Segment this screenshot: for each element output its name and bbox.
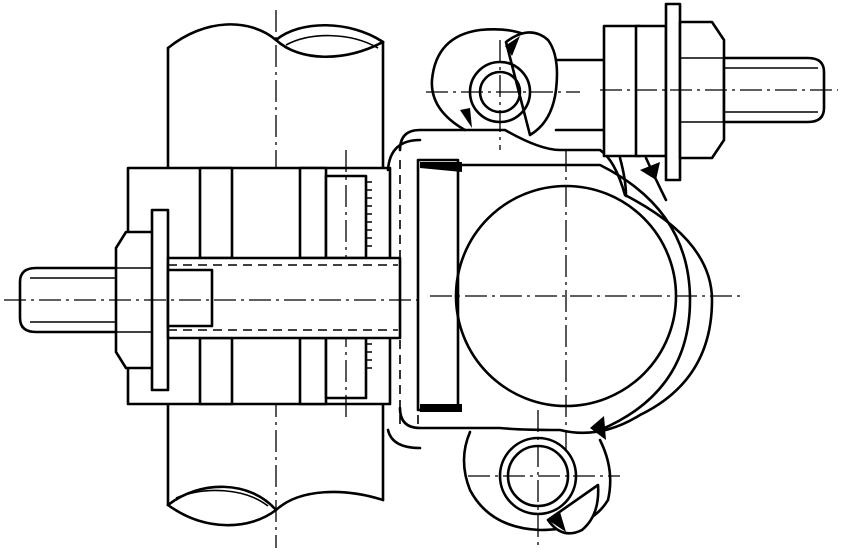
bottom-pivot-eye [462, 410, 620, 550]
right-bolt [554, 2, 838, 202]
cross-tube-clamp [386, 128, 740, 450]
top-pivot-eye [426, 28, 580, 150]
